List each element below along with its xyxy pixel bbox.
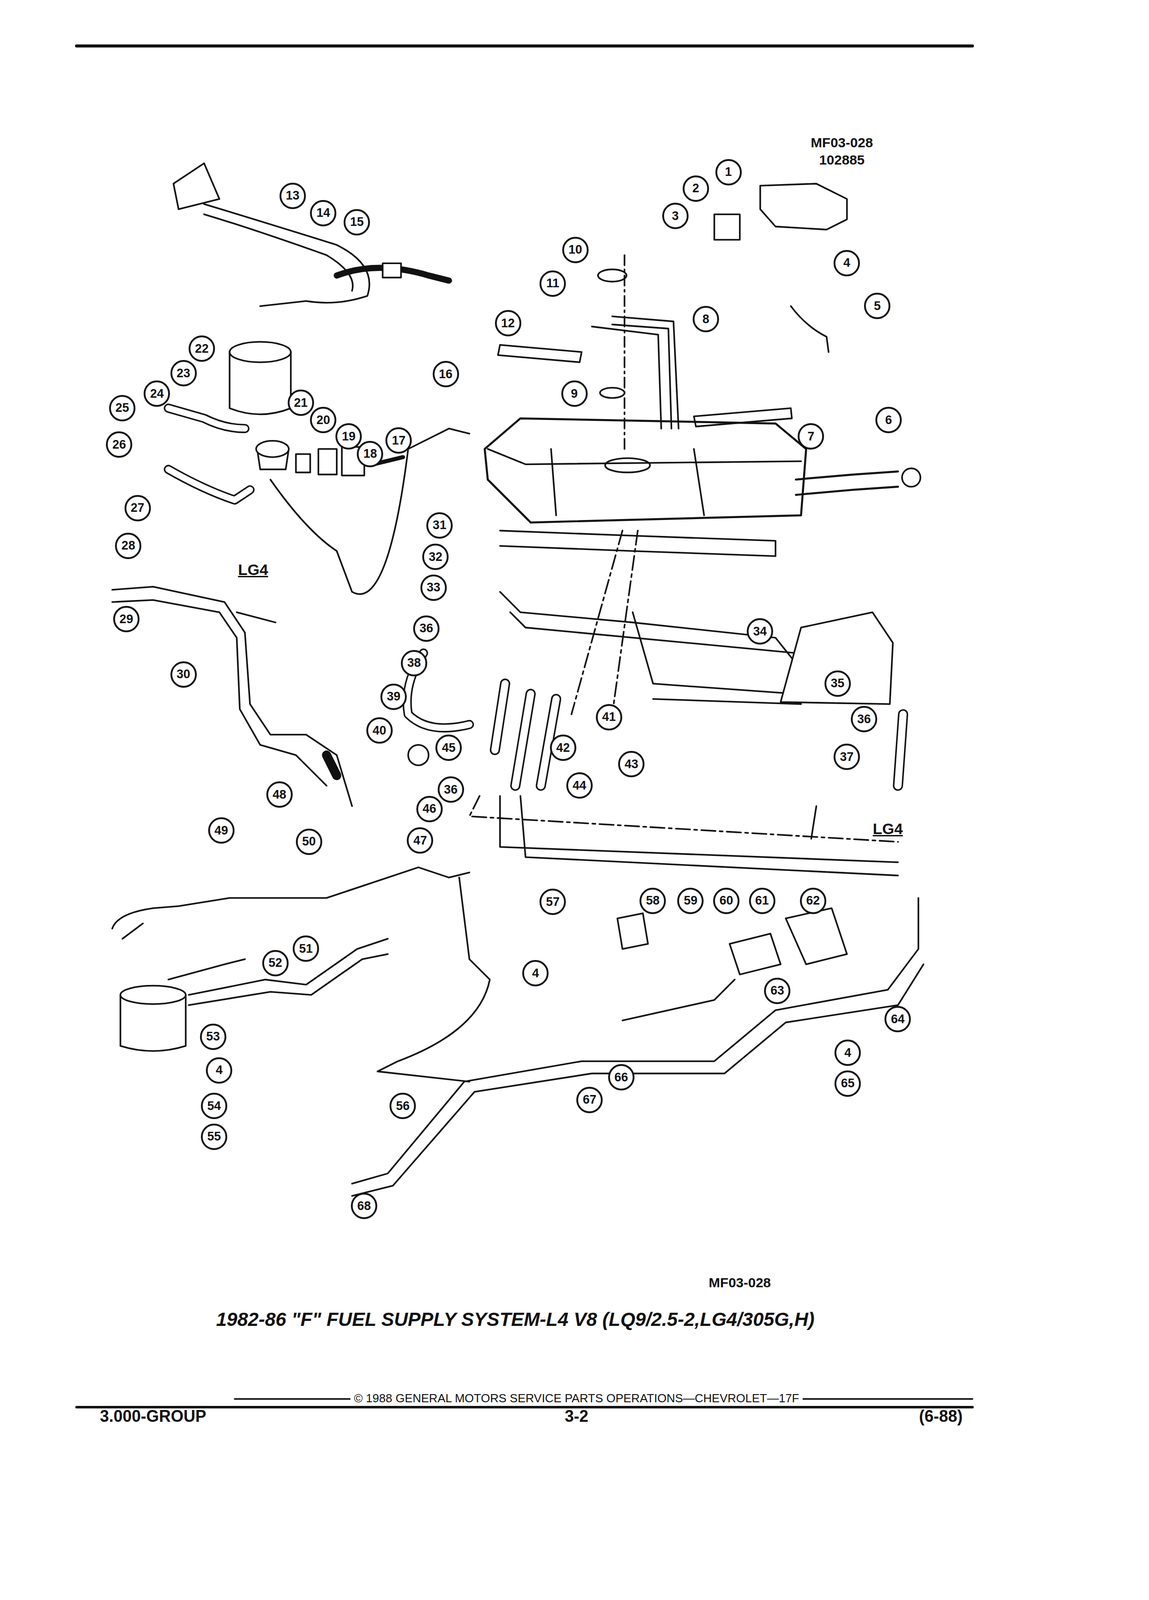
callout-number: 37 xyxy=(833,743,860,770)
callout-number: 62 xyxy=(799,887,827,915)
callout-number: 67 xyxy=(576,1086,603,1114)
page-footer: (6-88) xyxy=(919,1408,963,1425)
callout-number: 36 xyxy=(413,615,440,642)
callout-number: 52 xyxy=(262,949,289,977)
callout-number: 10 xyxy=(562,236,589,264)
engine-code-label: LG4 xyxy=(872,820,903,837)
callout-number: 53 xyxy=(199,1023,227,1050)
callout-number: 31 xyxy=(426,512,453,539)
callout-number: 47 xyxy=(406,827,434,854)
figure-title: 1982-86 "F" FUEL SUPPLY SYSTEM-L4 V8 (LQ… xyxy=(215,1309,815,1329)
callout-number: 8 xyxy=(692,305,720,333)
callout-number: 56 xyxy=(389,1092,416,1120)
callout-number: 16 xyxy=(432,360,460,388)
callout-number: 21 xyxy=(287,389,315,416)
callout-number: 64 xyxy=(884,1005,911,1033)
callout-number: 65 xyxy=(834,1070,861,1097)
callout-number: 55 xyxy=(200,1123,228,1150)
figure-code: 102885 xyxy=(819,153,865,167)
callout-number: 1 xyxy=(715,159,742,186)
callout-number: 61 xyxy=(749,887,776,915)
callout-number: 24 xyxy=(143,380,170,407)
callout-number: 13 xyxy=(279,182,306,210)
callout-number: 4 xyxy=(833,249,860,277)
callout-number: 4 xyxy=(522,959,549,987)
callout-number: 12 xyxy=(494,309,522,337)
callout-number: 14 xyxy=(309,199,337,227)
callout-number: 15 xyxy=(343,209,370,236)
callout-number: 41 xyxy=(595,704,623,731)
callout-number: 46 xyxy=(416,795,443,823)
callout-number: 18 xyxy=(356,440,384,468)
callout-number: 29 xyxy=(113,605,140,633)
callout-number: 39 xyxy=(380,683,407,710)
callout-number: 3 xyxy=(662,202,689,230)
callout-number: 57 xyxy=(539,888,566,915)
callout-number: 4 xyxy=(205,1057,233,1084)
callout-number: 11 xyxy=(539,270,566,297)
callout-number: 45 xyxy=(435,734,462,761)
callout-number: 2 xyxy=(682,175,710,202)
callout-number: 33 xyxy=(420,574,447,601)
callout-number: 9 xyxy=(561,380,588,407)
callout-number: 28 xyxy=(114,532,142,560)
callout-number: 49 xyxy=(208,817,235,844)
callout-number: 48 xyxy=(266,781,293,808)
callout-number: 36 xyxy=(437,776,465,803)
callout-number: 38 xyxy=(400,649,428,677)
callout-number: 23 xyxy=(170,359,197,387)
page-footer: 3-2 xyxy=(564,1408,589,1425)
copyright-footer: © 1988 GENERAL MOTORS SERVICE PARTS OPER… xyxy=(350,1392,804,1404)
callout-number: 51 xyxy=(292,935,320,962)
callout-number: 7 xyxy=(797,423,825,450)
engine-code-label: LG4 xyxy=(238,561,269,578)
callout-number: 63 xyxy=(764,977,791,1005)
callout-number: 27 xyxy=(124,494,151,522)
callout-number: 26 xyxy=(105,431,133,458)
callout-number: 40 xyxy=(366,717,393,744)
callout-number: 66 xyxy=(608,1064,635,1091)
callout-number: 54 xyxy=(200,1092,228,1120)
figure-code: MF03-028 xyxy=(810,135,874,150)
callout-number: 25 xyxy=(109,394,136,422)
callout-number: 36 xyxy=(850,705,878,733)
callout-number: 34 xyxy=(746,618,774,645)
callout-number: 50 xyxy=(295,828,323,855)
callout-number: 22 xyxy=(188,335,215,362)
page-footer: 3.000-GROUP xyxy=(99,1408,207,1425)
figure-code: MF03-028 xyxy=(708,1275,771,1290)
callout-number: 6 xyxy=(875,406,902,434)
callout-number: 35 xyxy=(824,670,851,697)
callout-number: 19 xyxy=(335,423,362,450)
callout-number: 58 xyxy=(639,887,666,915)
callout-number: 60 xyxy=(713,887,740,915)
callout-number: 42 xyxy=(549,734,577,761)
callout-number: 30 xyxy=(170,661,197,688)
callout-number: 68 xyxy=(350,1192,378,1219)
callout-number: 32 xyxy=(422,543,449,570)
callout-number: 59 xyxy=(677,887,704,915)
callout-number: 5 xyxy=(864,292,891,320)
callout-number: 20 xyxy=(309,406,337,434)
callout-number: 44 xyxy=(566,772,593,799)
callout-number: 43 xyxy=(618,750,645,778)
callout-number: 4 xyxy=(834,1039,861,1066)
